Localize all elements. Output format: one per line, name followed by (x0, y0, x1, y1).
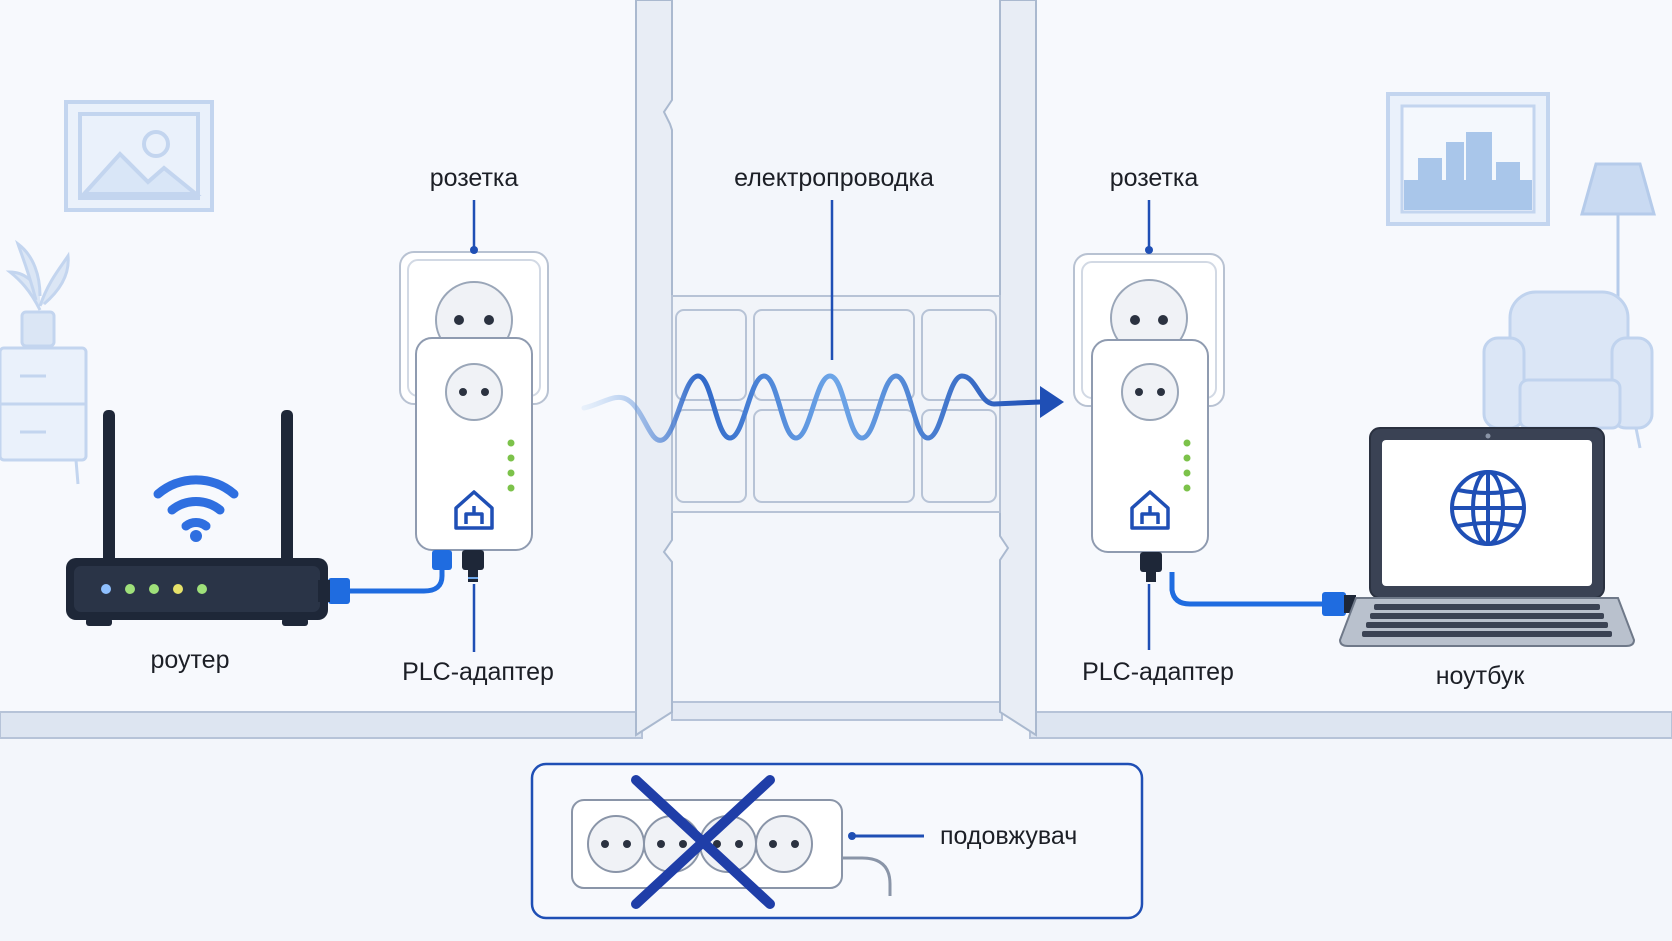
router (66, 410, 350, 626)
label-extension: подовжувач (940, 822, 1077, 850)
label-router: роутер (150, 646, 229, 674)
label-wiring: електропроводка (734, 164, 934, 192)
router-leds (101, 584, 207, 594)
callout-lines (472, 200, 1151, 652)
home-network-icon (454, 490, 494, 530)
arrow-right-icon (1040, 386, 1064, 418)
armchair (1482, 290, 1654, 449)
label-socket-left: розетка (430, 164, 519, 192)
extension-warning-box (530, 762, 1144, 920)
label-socket-right: розетка (1110, 164, 1199, 192)
label-plc-right: PLC-адаптер (1082, 658, 1234, 686)
label-plc-left: PLC-адаптер (402, 658, 554, 686)
laptop-keyboard (1362, 604, 1612, 637)
globe-icon (1450, 470, 1526, 546)
ethernet-cable-right (1169, 572, 1330, 607)
plc-right-port (1140, 552, 1162, 572)
plc-left-leds (507, 439, 515, 492)
wifi-icon (153, 475, 239, 542)
plant-pot (5, 239, 70, 348)
cabinet (0, 346, 88, 485)
callout-dots (470, 246, 1153, 254)
wall-pillar-right (999, 0, 1037, 737)
label-laptop: ноутбук (1436, 662, 1526, 690)
powerline-signal-wave (581, 373, 1043, 443)
laptop (1338, 427, 1636, 647)
picture-frame-right (1386, 92, 1550, 226)
plc-left-port-blue (432, 550, 452, 570)
floor-line (0, 701, 1672, 739)
wall-wiring-grid (671, 295, 1001, 513)
home-network-icon-right (1130, 490, 1170, 530)
cross-icon (631, 775, 775, 909)
router-ethernet-plug (328, 578, 350, 604)
laptop-ethernet-plug (1322, 592, 1346, 616)
plc-adapter-left (415, 337, 533, 582)
plc-left-port-dark (462, 550, 484, 570)
picture-frame-left (64, 100, 214, 212)
ethernet-cable-left (350, 560, 445, 594)
plc-right-leds (1183, 439, 1191, 492)
plc-adapter-right (1091, 339, 1209, 582)
